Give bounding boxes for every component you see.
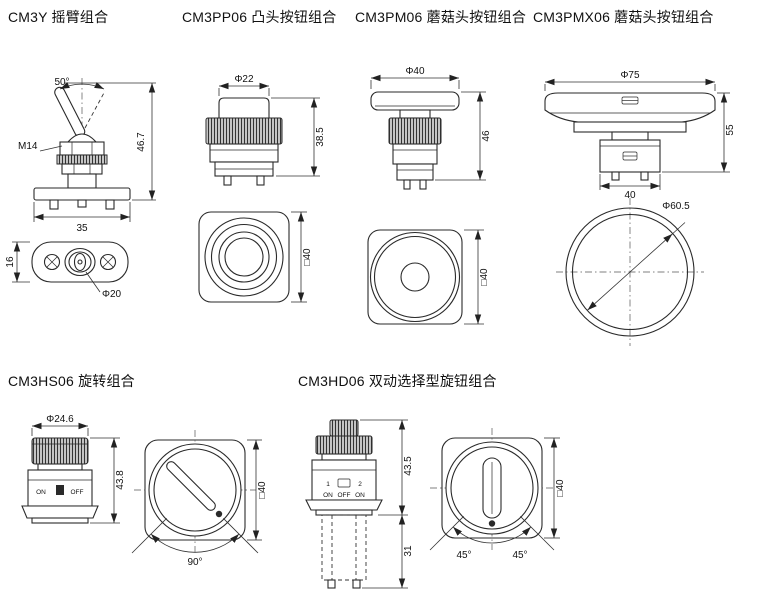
cm3pm06-side-view: Φ40 46 bbox=[370, 66, 492, 190]
cm3hd06-label-on-left: ON bbox=[323, 492, 333, 499]
cm3pp06-bottom-view: □40 bbox=[198, 211, 313, 303]
cm3y-dim-angle: 50° bbox=[54, 77, 69, 88]
cm3hs06-dim-height: 43.8 bbox=[115, 470, 126, 490]
cm3y-dim-width: 35 bbox=[76, 223, 88, 234]
cm3hs06-dim-knob-dia: Φ24.6 bbox=[46, 414, 74, 425]
section-title-cm3pp06: CM3PP06 凸头按钮组合 bbox=[182, 9, 337, 25]
section-title-cm3hd06: CM3HD06 双动选择型旋钮组合 bbox=[298, 373, 497, 389]
cm3y-dim-height: 46.7 bbox=[136, 132, 147, 152]
cm3pmx06-dim-body-width: 40 bbox=[624, 190, 636, 201]
cm3y-bottom-view: 16 Φ20 bbox=[5, 241, 129, 300]
cm3hd06-label-pos1: 1 bbox=[326, 481, 330, 488]
cm3hd06-position-dot bbox=[488, 520, 496, 527]
cm3pm06-bottom-view: □40 bbox=[367, 229, 490, 325]
cm3hs06-position-dot bbox=[215, 510, 223, 518]
cm3y-dim-depth: 16 bbox=[5, 256, 16, 268]
cm3y-dim-thread: M14 bbox=[18, 141, 38, 152]
cm3pmx06-drawing: Φ75 40 55 bbox=[524, 66, 756, 355]
cm3hd06-dim-height: 43.5 bbox=[403, 456, 414, 476]
cm3y-svg: 50° M14 46.7 35 16 bbox=[5, 77, 156, 300]
cm3hs06-dim-rotation: 90° bbox=[187, 557, 202, 568]
cm3pp06-dim-cap-dia: Φ22 bbox=[234, 74, 254, 85]
cm3pm06-dim-height: 46 bbox=[481, 130, 492, 142]
cm3pmx06-side-view: Φ75 40 55 bbox=[544, 70, 736, 201]
cm3pm06-dim-cap-dia: Φ40 bbox=[405, 66, 425, 77]
cm3y-side-view: 50° M14 46.7 35 bbox=[18, 77, 156, 234]
cm3y-drawing: 50° M14 46.7 35 16 bbox=[4, 76, 176, 319]
cm3pp06-svg: Φ22 38.5 □40 bbox=[198, 74, 326, 303]
cm3pm06-svg: Φ40 46 □40 bbox=[367, 66, 492, 325]
cm3hd06-label-off: OFF bbox=[338, 492, 351, 499]
cm3hs06-drawing: Φ24.6 ON OFF 43.8 9 bbox=[8, 412, 278, 589]
cm3hd06-label-on-right: ON bbox=[355, 492, 365, 499]
cm3y-dim-lever-dia: Φ20 bbox=[102, 289, 122, 300]
cm3pm06-drawing: Φ40 46 □40 bbox=[352, 62, 510, 339]
cm3hs06-front-view: 90° □40 bbox=[131, 430, 268, 568]
cm3hs06-dim-square: □40 bbox=[257, 481, 268, 499]
cm3hd06-dim-angle-left: 45° bbox=[456, 550, 471, 561]
cm3hd06-dim-lower-height: 31 bbox=[403, 545, 414, 557]
cm3hd06-side-view: 1 2 ON OFF ON 43.5 31 bbox=[305, 419, 414, 589]
cm3pmx06-bottom-view: Φ60.5 bbox=[556, 198, 704, 346]
cm3hd06-dim-square: □40 bbox=[555, 479, 566, 497]
cm3pmx06-dim-cap-dia: Φ75 bbox=[620, 70, 640, 81]
cm3pmx06-dim-face-dia: Φ60.5 bbox=[662, 201, 690, 212]
cm3pmx06-svg: Φ75 40 55 bbox=[544, 70, 736, 346]
section-title-cm3pmx06: CM3PMX06 蘑菇头按钮组合 bbox=[533, 9, 714, 25]
cm3pp06-dim-height: 38.5 bbox=[315, 127, 326, 147]
cm3hd06-label-pos2: 2 bbox=[358, 481, 362, 488]
cm3hs06-label-on: ON bbox=[36, 489, 46, 496]
section-title-cm3y: CM3Y 摇臂组合 bbox=[8, 9, 109, 25]
cm3pm06-dim-square: □40 bbox=[479, 268, 490, 286]
cm3pp06-dim-square: □40 bbox=[302, 248, 313, 266]
cm3hs06-side-view: Φ24.6 ON OFF 43.8 bbox=[21, 414, 126, 524]
cm3hd06-front-view: 45° 45° □40 bbox=[429, 428, 566, 561]
cm3pp06-side-view: Φ22 38.5 bbox=[205, 74, 326, 186]
cm3hd06-svg: 1 2 ON OFF ON 43.5 31 bbox=[305, 419, 566, 589]
cm3hs06-svg: Φ24.6 ON OFF 43.8 9 bbox=[21, 414, 268, 568]
cm3hd06-drawing: 1 2 ON OFF ON 43.5 31 bbox=[292, 408, 582, 616]
cm3pp06-drawing: Φ22 38.5 □40 bbox=[186, 72, 338, 321]
section-title-cm3hs06: CM3HS06 旋转组合 bbox=[8, 373, 135, 389]
section-title-cm3pm06: CM3PM06 蘑菇头按钮组合 bbox=[355, 9, 527, 25]
cm3hs06-label-off: OFF bbox=[71, 489, 84, 496]
cm3pmx06-dim-height: 55 bbox=[725, 124, 736, 136]
cm3hd06-dim-angle-right: 45° bbox=[512, 550, 527, 561]
